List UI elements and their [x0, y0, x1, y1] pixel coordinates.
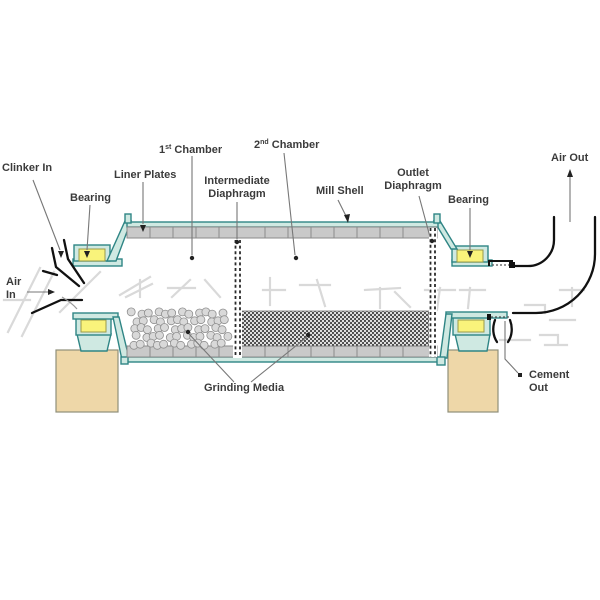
label-second-chamber: 2nd Chamber — [254, 139, 320, 151]
pedestal-right — [447, 349, 499, 413]
bearing-pad-top-left — [78, 248, 106, 262]
label-mill-shell: Mill Shell — [316, 185, 364, 197]
grinding-media-chamber2 — [240, 310, 430, 347]
label-cement-out: Cement Out — [529, 369, 570, 394]
label-bearing-right: Bearing — [448, 194, 489, 206]
label-bearing-left: Bearing — [70, 192, 111, 204]
outlet-diaphragm-gap — [429, 228, 437, 357]
label-air-out: Air Out — [551, 152, 589, 164]
outlet-trunnion-connector-bottom — [487, 314, 509, 320]
intermediate-diaphragm — [234, 240, 241, 357]
liner-plate-joints — [149, 227, 404, 357]
watermark — [2, 266, 586, 347]
label-first-chamber: 1st Chamber — [159, 144, 223, 156]
feed-chute — [30, 238, 86, 315]
label-outlet-diaphragm: Outlet Diaphragm — [384, 167, 442, 192]
outlet-trunnion-connector-top — [488, 260, 515, 268]
label-air-in: Air In — [6, 276, 22, 301]
bearing-assembly-top-right — [451, 245, 493, 267]
label-clinker-in: Clinker In — [2, 162, 53, 174]
air-outlet-duct — [511, 215, 597, 315]
pedestal-left — [55, 349, 119, 413]
bearing-assembly-bottom-left — [72, 312, 119, 352]
leader-lines — [27, 152, 573, 383]
grinding-balls-chamber1 — [126, 307, 233, 350]
bearing-assembly-bottom-right — [445, 311, 508, 352]
outlet-diaphragm — [429, 228, 436, 357]
outlet-cone-bottom — [439, 313, 453, 359]
bearing-pad-bottom-right — [457, 319, 485, 333]
label-grinding-media: Grinding Media — [204, 382, 285, 394]
cement-discharge-spout — [492, 318, 513, 344]
bearing-pad-bottom-left — [80, 319, 107, 333]
label-intermediate-diaphragm: Intermediate Diaphragm — [204, 175, 270, 200]
intermediate-diaphragm-gap — [233, 240, 242, 358]
label-liner-plates: Liner Plates — [114, 169, 177, 181]
